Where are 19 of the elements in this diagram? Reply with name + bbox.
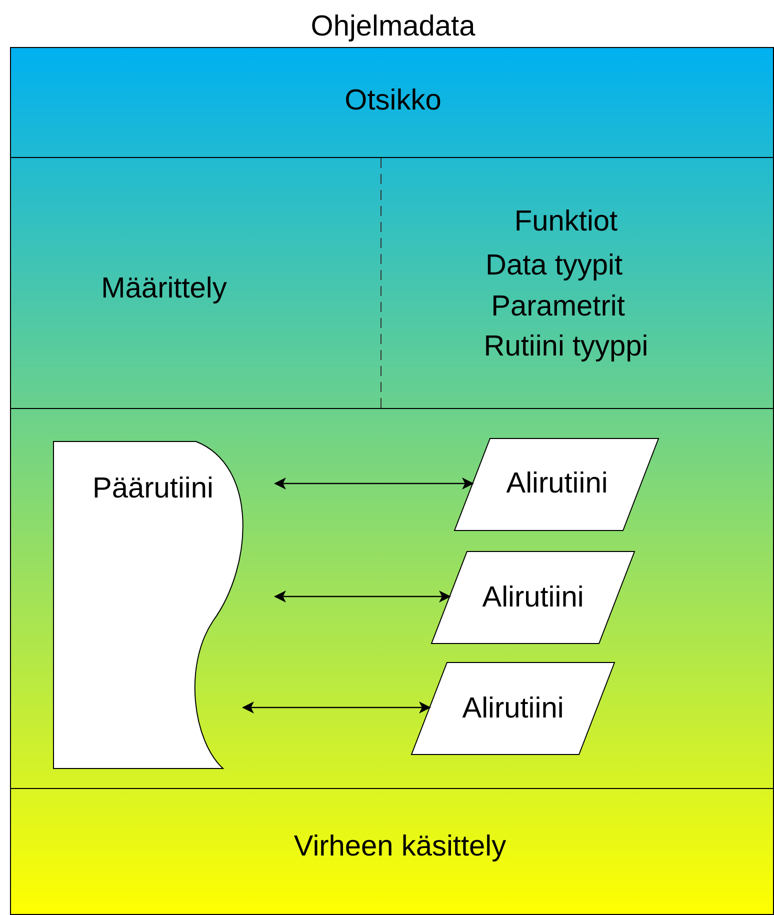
node-label: Alirutiini [462,692,564,726]
list-item: Parametrit [491,290,625,324]
node-label: Alirutiini [506,468,608,500]
double-arrow [274,590,451,602]
node-label: Alirutiini [482,582,584,614]
definition-band [11,158,774,409]
double-arrow [242,702,431,714]
parallelogram-shape [431,551,635,644]
parallelogram-shape [411,662,615,755]
node-label: Virheen käsittely [294,830,506,864]
list-item: Data tyypit [486,250,622,282]
node-label: Päärutiini [92,472,214,506]
node-label: Otsikko [344,84,442,118]
parallelogram-shape [454,438,659,531]
node-label: Määrittely [101,272,227,306]
list-item: Funktiot [514,206,618,238]
list-item: Rutiini tyyppi [484,330,648,364]
double-arrow [274,478,474,490]
node-label: Ohjelmadata [310,10,476,44]
